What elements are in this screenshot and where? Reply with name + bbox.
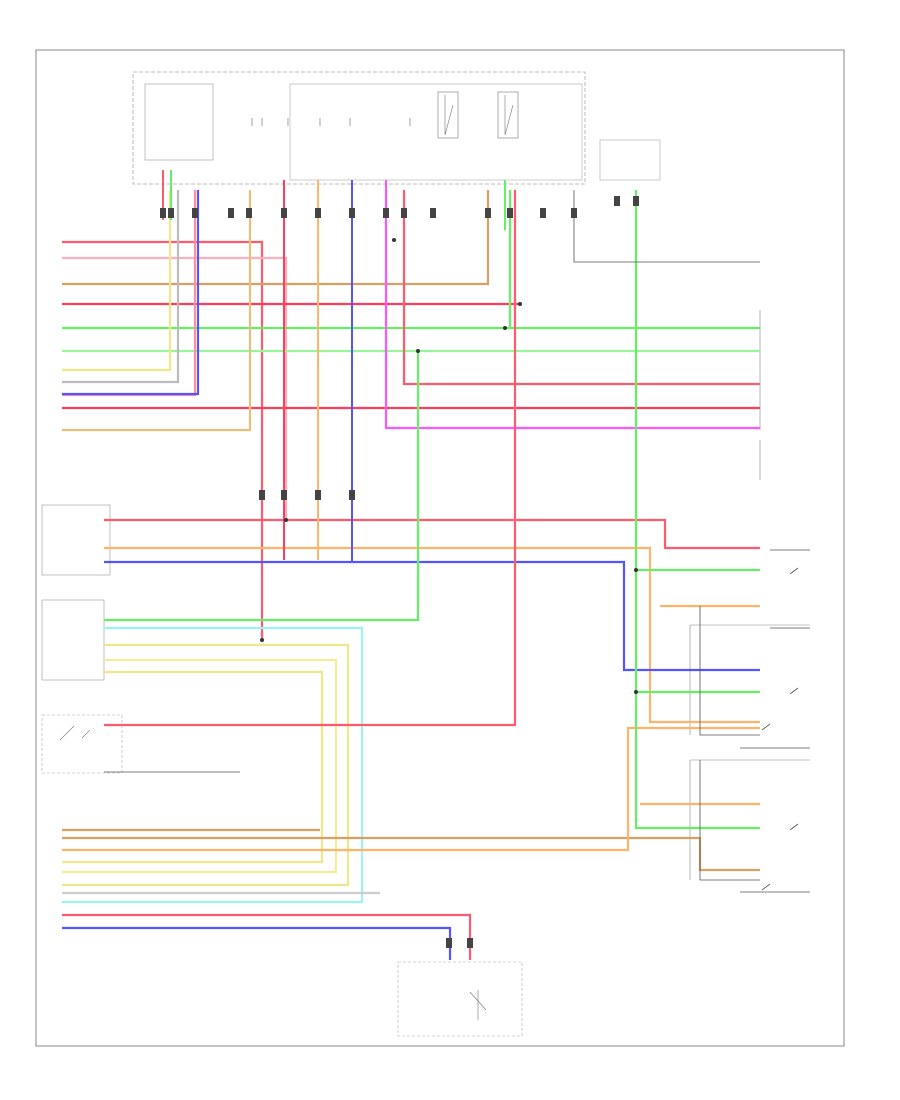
switch-box-left [41,714,123,774]
wire-brown [62,190,252,432]
wire-yellow [62,670,324,864]
wire-magenta [384,190,760,430]
wire-red [104,190,517,727]
bottom-switch-symbol [469,990,487,1020]
thin-wire [699,760,760,881]
connector-pin [168,208,174,218]
connector-pin [160,208,166,218]
connector-pin [281,490,287,500]
wire-red [402,190,760,386]
splice-dot [518,302,522,306]
connector-pin [246,208,252,218]
wire-cyan [62,626,364,904]
wire-group [62,190,760,960]
wire-brown [62,190,490,286]
wire-green [104,351,420,622]
fuse-relay-box [132,71,586,185]
wire-green [634,570,760,694]
splice-dot [416,349,420,353]
switch-symbol [789,567,799,575]
wire-gray [62,190,180,384]
connector-pin [614,196,620,206]
connector-pin [192,208,198,218]
wire-red [104,518,760,550]
connector-pin [446,938,452,948]
wire-blue [62,926,452,960]
vertical-drops [162,170,506,562]
wire-orange [62,726,760,852]
upper-connector-block [144,83,214,161]
splice-dot [284,518,288,522]
connector-pin [315,490,321,500]
splice-dot [634,568,638,572]
connector-pin [467,938,473,948]
splice-dot [260,638,264,642]
wire-green [634,692,760,830]
right-relay-box [599,139,661,181]
connector-pin [228,208,234,218]
splice-dot [503,326,507,330]
relay-coil [497,91,519,139]
switch-symbol-left [59,725,91,741]
splice-dot [392,238,396,242]
connector-pin [633,196,639,206]
thin-wire [699,606,760,736]
connector-pin [485,208,491,218]
thin-wire [740,549,810,893]
wire-red [62,190,197,397]
diagram-frame [35,49,845,1047]
thin-wire [573,190,760,263]
wire-yellow [62,658,338,874]
connector-pin [401,208,407,218]
wire-blue [62,190,200,396]
connector-pin [430,208,436,218]
switch-symbol [761,883,771,891]
module-left-upper [41,504,111,576]
relay-switch [444,95,514,136]
wire-green [634,190,760,572]
relay-switch-group [437,91,519,139]
connector-pin [315,208,321,218]
wire-brown [62,836,760,872]
switch-symbol [789,687,799,695]
connector-pin [349,490,355,500]
right-switch-group [761,567,799,891]
right-connector-lines [689,310,810,880]
wire-pink [62,256,288,520]
switch-symbol [761,723,771,731]
relay-box [289,83,583,181]
relay-coil [437,91,459,139]
wire-yellow [62,190,172,372]
connector-pin-group [160,196,639,948]
wire-orange [104,546,760,724]
splice-dot [634,690,638,694]
wire-blue [104,560,760,672]
bottom-switch-box [397,961,523,1037]
connector-pin [281,208,287,218]
connector-pin [571,208,577,218]
wire-red [62,240,264,640]
module-left-middle [41,599,105,681]
connector-pin [349,208,355,218]
switch-symbol [789,823,799,831]
splice-dot-group [260,238,638,694]
wire-yellow [62,643,350,887]
wire-red [62,913,472,960]
connector-pin [383,208,389,218]
connector-pin [507,208,513,218]
connector-pin [540,208,546,218]
connector-bracket [689,624,810,880]
thin-wires [104,190,810,893]
fuse-symbol [251,118,411,126]
connector-pin [259,490,265,500]
fuse-group [251,118,411,126]
